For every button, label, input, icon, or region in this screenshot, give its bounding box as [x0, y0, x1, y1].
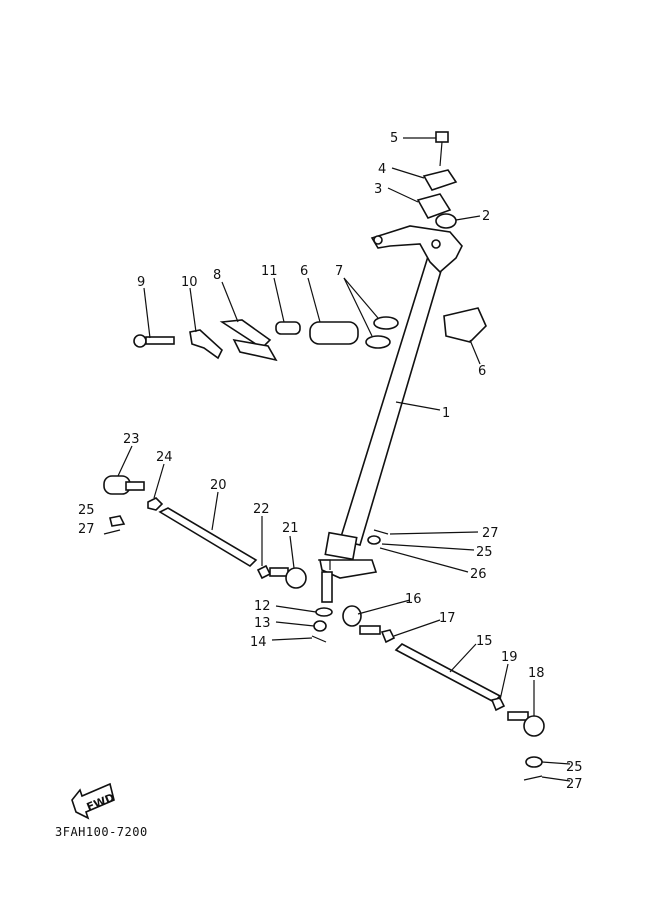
callout-2: 2 [482, 209, 490, 224]
callout-27-center: 27 [482, 526, 499, 541]
callout-21: 21 [282, 521, 299, 536]
bushing-part-2 [435, 213, 457, 229]
callout-6: 6 [300, 264, 308, 279]
callout-22: 22 [253, 502, 270, 517]
bushing-holder-part-6 [309, 321, 359, 345]
callout-25-right: 25 [566, 760, 583, 775]
callout-19: 19 [501, 650, 518, 665]
callout-10: 10 [181, 275, 198, 290]
bushing-part-7a [373, 316, 399, 330]
callout-13: 13 [254, 616, 271, 631]
callout-11: 11 [261, 264, 278, 279]
leader-lines [117, 137, 571, 782]
callout-18: 18 [528, 666, 545, 681]
collar-part-11 [275, 321, 301, 335]
bolt-part-9 [133, 334, 175, 348]
callout-17: 17 [439, 611, 456, 626]
bushing-part-7b [365, 335, 391, 349]
part-code: 3FAH100-7200 [55, 825, 148, 839]
callout-8: 8 [213, 268, 221, 283]
callout-24: 24 [156, 450, 173, 465]
cotter-pin-part-14 [311, 635, 327, 643]
callout-6-right: 6 [478, 364, 486, 379]
bushing-holder-part-6-right [443, 307, 487, 343]
callout-9: 9 [137, 275, 145, 290]
clamp-part-4 [422, 169, 458, 191]
callout-16: 16 [405, 592, 422, 607]
callout-14: 14 [250, 635, 267, 650]
callout-1: 1 [442, 406, 450, 421]
left-tie-rod-assembly [103, 475, 307, 589]
callout-25-left: 25 [78, 503, 95, 518]
callout-4: 4 [378, 162, 386, 177]
fwd-arrow-icon: FWD [71, 782, 116, 820]
callout-20: 20 [210, 478, 227, 493]
callout-3: 3 [374, 182, 382, 197]
callout-23: 23 [123, 432, 140, 447]
lock-plate-part-10 [189, 329, 223, 360]
right-tie-rod-assembly [342, 529, 545, 781]
callout-labels: 5 4 3 2 9 10 8 11 6 7 6 1 23 24 20 25 27… [78, 131, 583, 792]
collar-part-3 [416, 193, 452, 219]
nut-part-13 [313, 620, 327, 632]
callout-27-right: 27 [566, 777, 583, 792]
callout-7: 7 [335, 264, 343, 279]
callout-15: 15 [476, 634, 493, 649]
bolt-part-5 [435, 131, 449, 167]
washer-part-12 [315, 607, 333, 617]
callout-27-left: 27 [78, 522, 95, 537]
callout-25-center: 25 [476, 545, 493, 560]
callout-5: 5 [390, 131, 398, 146]
upper-bracket [370, 225, 463, 274]
holder-part-8 [219, 319, 278, 362]
callout-26: 26 [470, 567, 487, 582]
callout-12: 12 [254, 599, 271, 614]
